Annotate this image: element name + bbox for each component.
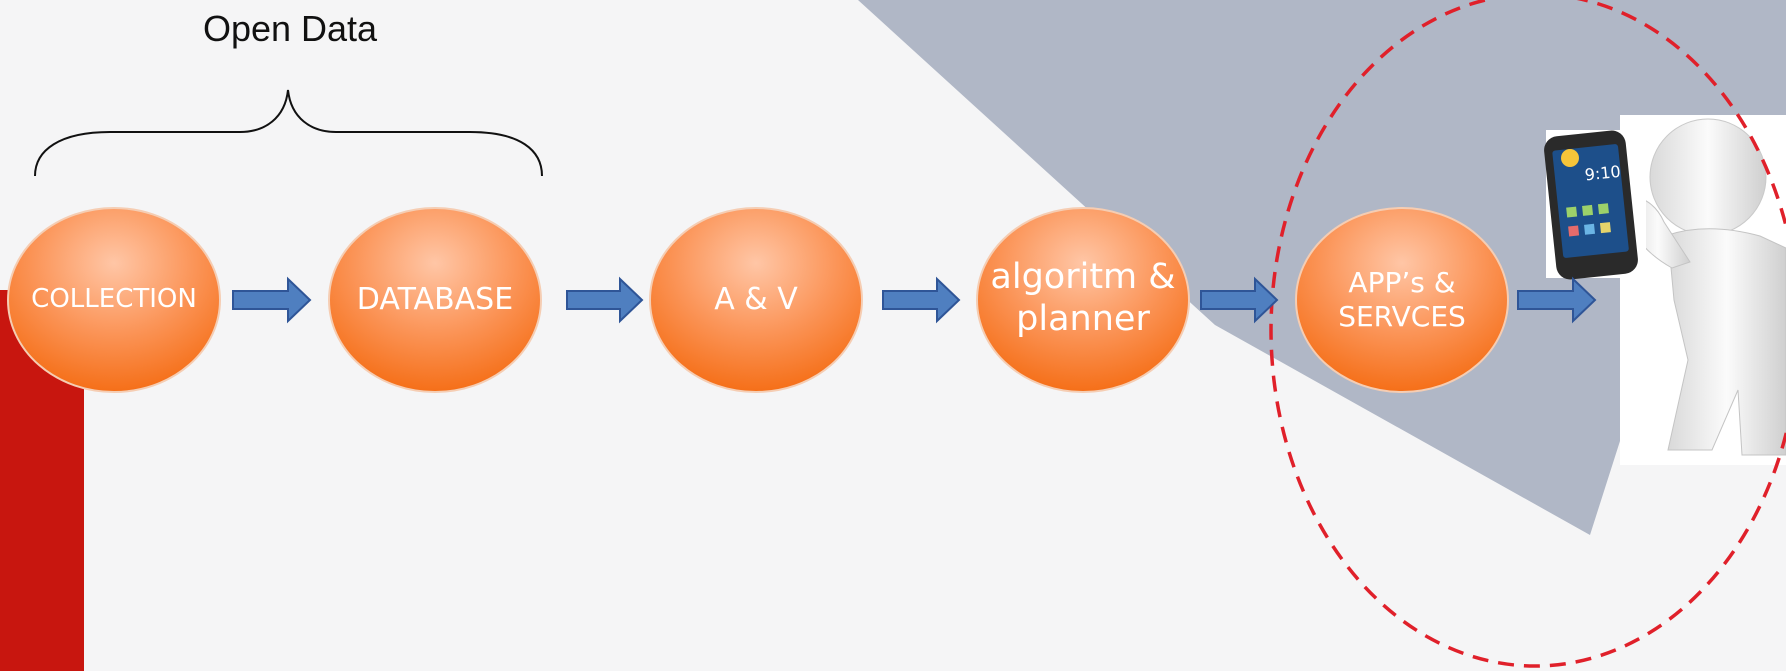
open-data-title: Open Data: [202, 8, 378, 49]
open-data-brace: [34, 89, 543, 177]
arrow-3: [882, 276, 961, 324]
node-av-shape: [649, 207, 863, 393]
arrow-5: [1517, 276, 1597, 324]
node-apps-label-line2: SERVCES: [1338, 300, 1466, 333]
flow-arrows: [232, 276, 1597, 324]
node-database-shape: [328, 207, 542, 393]
node-shapes: [7, 207, 1509, 393]
arrow-4: [1200, 276, 1279, 324]
arrow-2: [566, 276, 644, 324]
highlight-dashed-circle: [1269, 0, 1786, 668]
node-algoritm: algoritm & planner: [979, 208, 1187, 388]
node-algoritm-label-line1: algoritm &: [990, 257, 1176, 297]
node-algoritm-label-line2: planner: [1016, 299, 1150, 339]
node-database-label: DATABASE: [356, 282, 514, 317]
smartphone-icon: 9:10: [1544, 130, 1646, 280]
node-collection: COLLECTION: [10, 210, 218, 390]
node-database: DATABASE: [331, 210, 539, 390]
node-av: A & V: [652, 210, 860, 390]
node-collection-shape: [7, 207, 221, 393]
node-collection-label: COLLECTION: [31, 284, 197, 315]
node-apps: APP’s & SERVCES: [1298, 210, 1506, 390]
node-algoritm-shape: [976, 207, 1190, 393]
node-apps-label-line1: APP’s &: [1348, 266, 1456, 300]
arrow-1: [232, 276, 312, 324]
node-av-label: A & V: [714, 282, 798, 317]
node-apps-shape: [1295, 207, 1509, 393]
svg-text:9:10: 9:10: [1584, 162, 1622, 185]
